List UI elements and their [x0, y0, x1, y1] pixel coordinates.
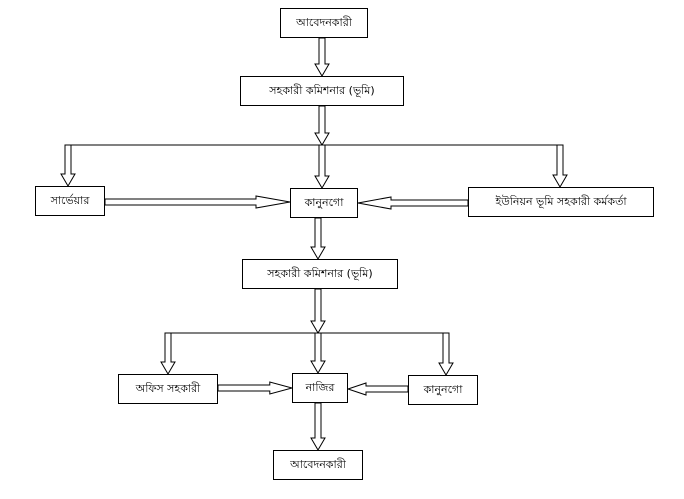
arrow-left — [357, 196, 469, 210]
arrow-down — [314, 144, 330, 189]
node-label: সহকারী কমিশনার (ভূমি) — [269, 83, 375, 97]
node-applicant-bottom: আবেদনকারী — [273, 450, 363, 480]
node-surveyor: সার্ভেয়ার — [35, 186, 105, 216]
arrow-down — [310, 288, 326, 334]
arrow-right — [104, 195, 291, 209]
arrow-down — [438, 332, 454, 376]
arrow-down — [314, 37, 330, 77]
node-label: কানুনগো — [304, 195, 344, 209]
arrow-down — [314, 105, 330, 146]
node-ac-land-2: সহকারী কমিশনার (ভূমি) — [242, 259, 398, 289]
arrow-left — [346, 382, 409, 396]
node-applicant-top: আবেদনকারী — [280, 8, 368, 38]
node-kanungo-1: কানুনগো — [290, 188, 358, 218]
node-ac-land-1: সহকারী কমিশনার (ভূমি) — [240, 76, 404, 106]
arrow-down — [310, 217, 326, 260]
node-label: আবেদনকারী — [296, 15, 352, 29]
node-label: সার্ভেয়ার — [50, 193, 90, 207]
arrow-down — [310, 402, 326, 451]
node-union-land-officer: ইউনিয়ন ভূমি সহকারী কর্মকর্তা — [468, 187, 654, 217]
arrow-down — [310, 332, 326, 374]
node-nazir: নাজির — [292, 373, 348, 403]
node-label: সহকারী কমিশনার (ভূমি) — [267, 266, 373, 280]
node-label: কানুনগো — [423, 382, 463, 396]
node-label: অফিস সহকারী — [135, 381, 201, 395]
node-label: নাজির — [305, 380, 335, 394]
node-office-assistant: অফিস সহকারী — [118, 374, 218, 404]
node-label: আবেদনকারী — [290, 457, 346, 471]
node-label: ইউনিয়ন ভূমি সহকারী কর্মকর্তা — [495, 194, 627, 208]
arrow-right — [217, 381, 294, 395]
arrow-down — [160, 332, 176, 375]
node-kanungo-2: কানুনগো — [408, 375, 478, 405]
arrow-down — [552, 144, 568, 188]
arrow-down — [60, 144, 76, 187]
